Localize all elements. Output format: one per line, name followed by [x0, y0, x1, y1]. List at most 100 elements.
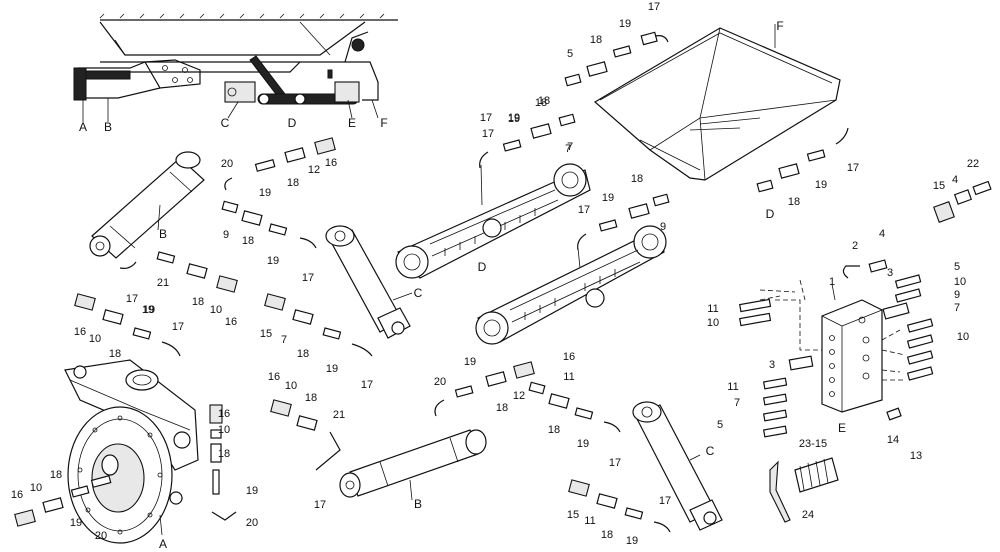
callout-label: 17 — [847, 162, 859, 174]
callout-label: 21 — [157, 277, 169, 289]
callout-label: D — [766, 207, 775, 221]
spring-and-clamp — [769, 457, 839, 523]
callout-label: 10 — [707, 317, 719, 329]
callout-label: 10 — [210, 304, 222, 316]
callout-label: 22 — [967, 158, 979, 170]
callout-label: 7 — [954, 302, 960, 314]
callout-label: 3 — [887, 267, 893, 279]
callout-label: 12 — [513, 390, 525, 402]
callout-label: 19 — [619, 18, 631, 30]
callout-label: 12 — [308, 164, 320, 176]
arm-d-upper — [395, 163, 591, 279]
callout-label: 10 — [285, 380, 297, 392]
callout-label: 13 — [910, 450, 922, 462]
callout-label: 18 — [242, 235, 254, 247]
cylinder-c-upper — [325, 225, 413, 339]
callout-label: 7 — [281, 334, 287, 346]
callout-label: B — [104, 120, 112, 134]
cylinder-b-upper — [89, 151, 205, 259]
callout-label: 18 — [535, 97, 547, 109]
callout-label: 10 — [957, 331, 969, 343]
callout-label: 17 — [659, 495, 671, 507]
callout-label: 10 — [89, 333, 101, 345]
callout-label: 9 — [660, 221, 666, 233]
callout-label: 18 — [496, 402, 508, 414]
callout-label: 18 — [788, 196, 800, 208]
callout-label: 10 — [30, 482, 42, 494]
callout-label: B — [414, 497, 422, 511]
callout-label: 5 — [717, 419, 723, 431]
callout-label: 16 — [268, 371, 280, 383]
callout-label: 17 — [609, 457, 621, 469]
callout-label: D — [288, 116, 297, 130]
callout-label: 5 — [954, 261, 960, 273]
overview-machine — [73, 13, 398, 122]
callout-label: 17 — [482, 128, 494, 140]
callout-label: 17 — [314, 499, 326, 511]
callout-label: 11 — [727, 381, 738, 393]
callout-label: 24 — [802, 509, 814, 521]
manifold-e — [759, 279, 906, 413]
hopper-f — [593, 24, 841, 181]
callout-label: 19 — [259, 187, 271, 199]
callout-label: 20 — [95, 530, 107, 542]
callout-label: A — [159, 537, 167, 551]
callout-label: 7 — [565, 143, 571, 155]
cylinder-c-lower — [632, 401, 723, 531]
callout-label: C — [221, 116, 230, 130]
fittings — [14, 31, 992, 533]
callout-label: C — [706, 444, 715, 458]
callout-label: A — [79, 120, 87, 134]
cylinder-b-lower — [339, 429, 487, 501]
callout-label: 10 — [954, 276, 966, 288]
pivot-housing-a — [64, 359, 199, 544]
callout-label: 18 — [50, 469, 62, 481]
callout-label: 19 — [626, 535, 638, 547]
callout-label: 14 — [887, 434, 899, 446]
callout-label: 18 — [192, 296, 204, 308]
callout-label: 18 — [601, 529, 613, 541]
callout-label: 17 — [578, 204, 590, 216]
callout-label: 4 — [879, 228, 885, 240]
arm-d-lower — [475, 225, 667, 345]
callout-label: 1 — [829, 276, 835, 288]
callout-label: 11 — [563, 371, 574, 383]
callout-label: 17 — [126, 293, 138, 305]
callout-label: 17 — [361, 379, 373, 391]
callout-label: 15 — [567, 509, 579, 521]
callout-label: E — [838, 421, 846, 435]
callout-label: 18 — [305, 392, 317, 404]
callout-label: 17 — [648, 1, 660, 13]
callout-label: 19 — [143, 304, 155, 316]
callout-label: 17 — [302, 272, 314, 284]
callout-label: 16 — [218, 408, 230, 420]
callout-label: 20 — [434, 376, 446, 388]
callout-label: 2 — [852, 240, 858, 252]
callout-label: 19 — [577, 438, 589, 450]
callout-label: 18 — [538, 95, 550, 107]
callout-label: 9 — [223, 229, 229, 241]
callout-label: 15 — [260, 328, 272, 340]
callout-label: 16 — [225, 316, 237, 328]
callout-label: 19 — [508, 113, 520, 125]
callout-label: 4 — [952, 174, 958, 186]
callout-label: 17 — [480, 112, 492, 124]
callout-label: B — [159, 227, 167, 241]
callout-label: F — [380, 116, 387, 130]
callout-label: 19 — [142, 304, 154, 316]
callout-label: 3 — [769, 359, 775, 371]
callout-label: 15 — [933, 180, 945, 192]
callout-label: 20 — [246, 517, 258, 529]
callout-label: 19 — [602, 192, 614, 204]
callout-label: C — [414, 286, 423, 300]
callout-label: 20 — [221, 158, 233, 170]
callout-label: 19 — [508, 112, 520, 124]
callout-label: 16 — [325, 157, 337, 169]
callout-label: 5 — [567, 48, 573, 60]
callout-label: 18 — [109, 348, 121, 360]
callout-label: D — [478, 260, 487, 274]
callout-label: 19 — [326, 363, 338, 375]
callout-label: E — [348, 116, 356, 130]
